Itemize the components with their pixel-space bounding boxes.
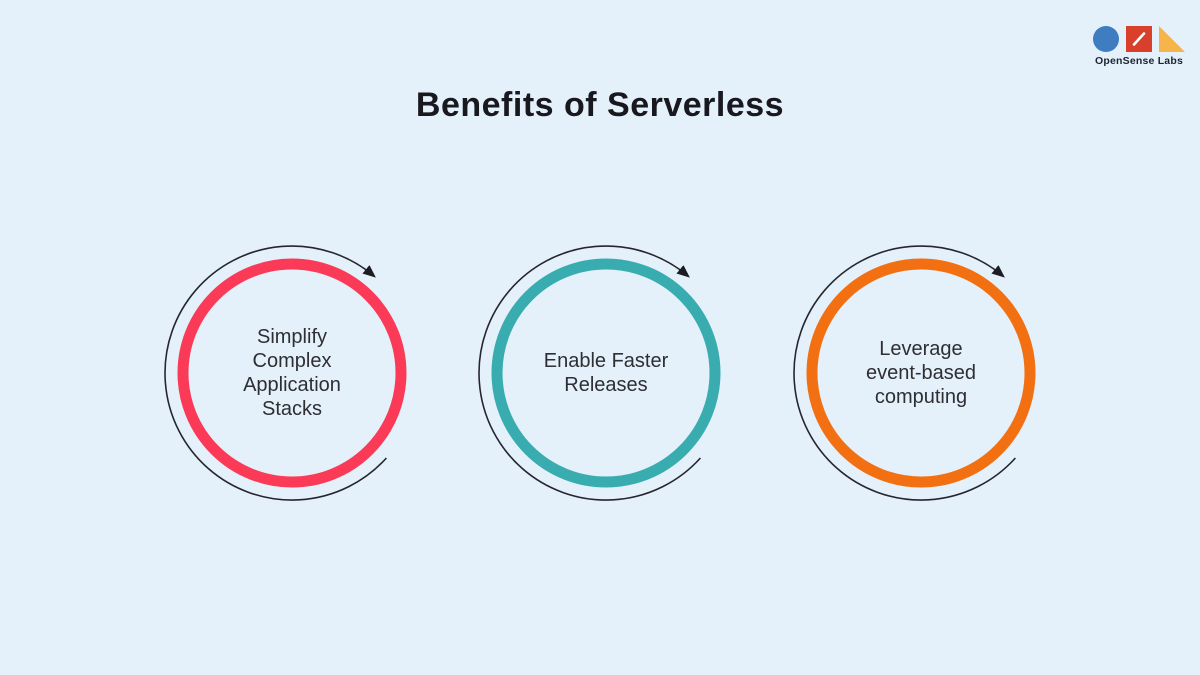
benefit-card-faster-releases: Enable Faster Releases bbox=[471, 238, 741, 508]
cycle-diagram bbox=[793, 245, 1036, 501]
cycle-arrow-arc bbox=[164, 245, 387, 501]
benefit-ring bbox=[806, 258, 1036, 488]
benefit-card-simplify: Simplify Complex Application Stacks bbox=[157, 238, 427, 508]
cycle-diagram bbox=[164, 245, 407, 501]
benefit-label: Leverage event-based computing bbox=[865, 338, 977, 408]
benefit-ring bbox=[491, 258, 721, 488]
benefit-label: Enable Faster Releases bbox=[543, 350, 669, 396]
cycle-arrow-arc bbox=[478, 245, 701, 501]
logo-shapes bbox=[1093, 26, 1185, 52]
page-title: Benefits of Serverless bbox=[415, 86, 785, 124]
cycle-diagram bbox=[478, 245, 721, 501]
benefit-label: Simplify Complex Application Stacks bbox=[243, 326, 341, 420]
cycle-arrow-arc bbox=[793, 245, 1016, 501]
benefit-ring bbox=[177, 258, 407, 488]
opensense-labs-logo: OpenSense Labs bbox=[1093, 26, 1185, 67]
logo-slash-icon bbox=[1132, 32, 1146, 46]
logo-circle-icon bbox=[1093, 26, 1119, 52]
logo-brand-text: OpenSense Labs bbox=[1095, 55, 1183, 67]
benefit-card-event-based: Leverage event-based computing bbox=[786, 238, 1056, 508]
logo-triangle-icon bbox=[1159, 26, 1185, 52]
